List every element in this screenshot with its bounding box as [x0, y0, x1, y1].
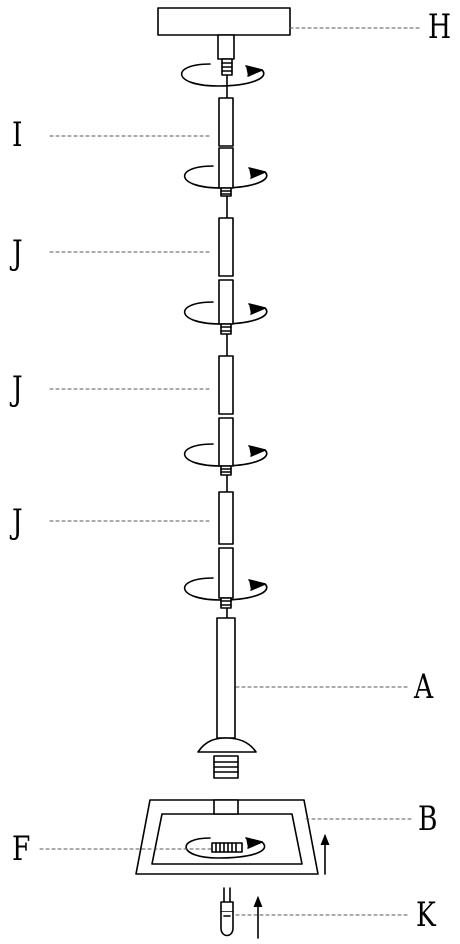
rod-segment-i — [218, 97, 234, 197]
label-f: F — [12, 829, 31, 869]
label-j-1: J — [12, 233, 23, 273]
ceiling-canopy — [157, 7, 291, 76]
main-tube-a — [197, 617, 257, 779]
bulb-k — [220, 887, 234, 937]
label-k: K — [416, 895, 436, 935]
rod-segment-j — [218, 491, 234, 609]
label-a: A — [414, 667, 434, 707]
label-j-3: J — [12, 502, 23, 542]
label-h: H — [428, 7, 452, 47]
label-j-2: J — [12, 369, 23, 409]
rod-segment-j — [218, 217, 234, 335]
rotation-ring — [180, 63, 265, 87]
label-b: B — [418, 799, 438, 839]
label-i: I — [12, 115, 23, 155]
rod-segment-j — [218, 355, 234, 476]
base-b — [135, 799, 319, 875]
leader-lines — [39, 27, 423, 916]
